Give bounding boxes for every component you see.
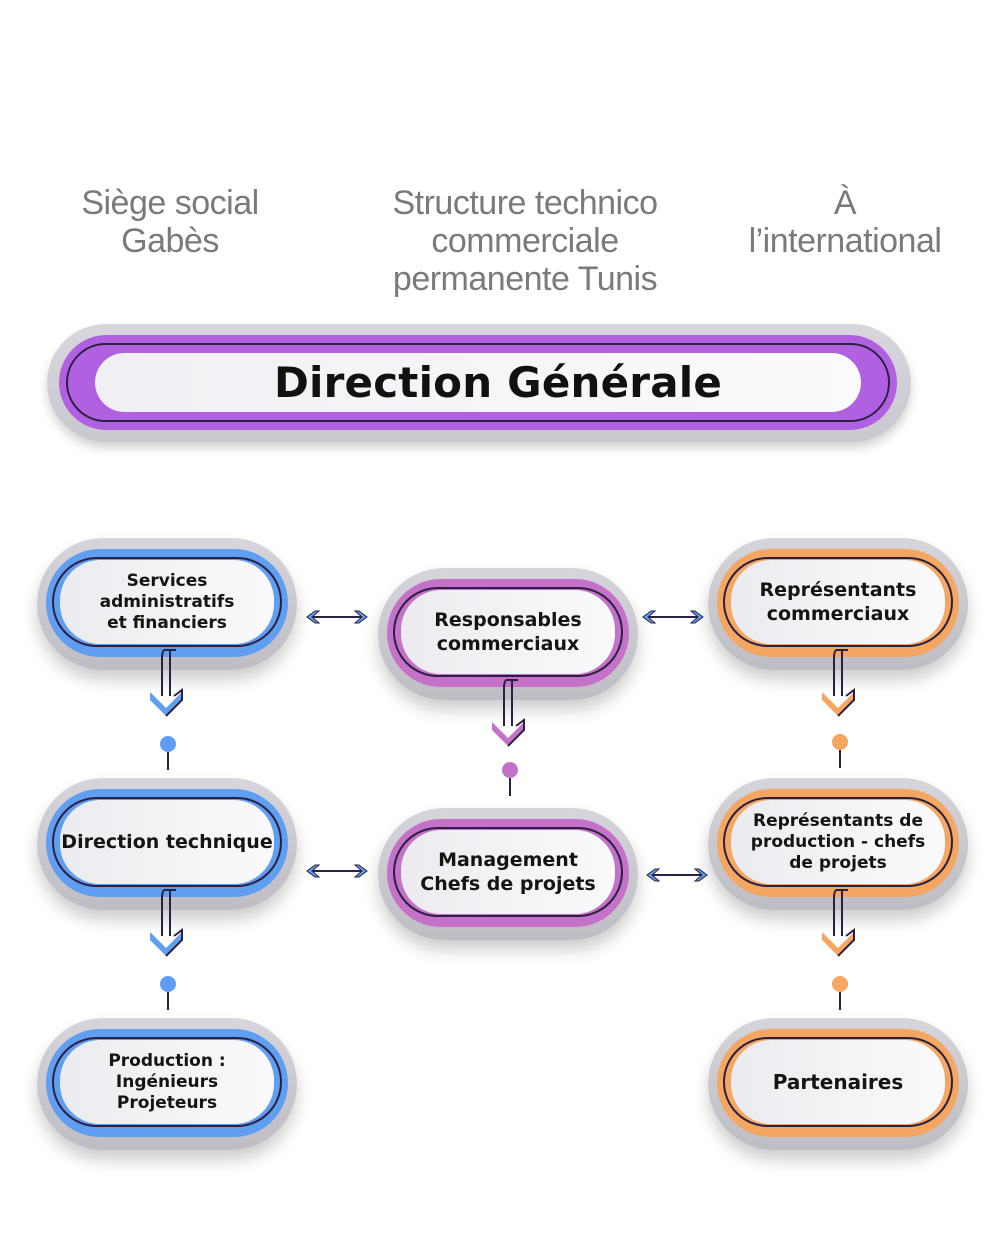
down-arrow-icon [150,649,183,717]
banner-outline [66,343,890,422]
double-arrow-icon [306,610,368,624]
label-line: Chefs de projets [420,873,596,895]
label-line: production - chefs [750,831,926,852]
node-label: Production : Ingénieurs Projeteurs [108,1051,225,1114]
node-label: Représentants de production - chefs de p… [751,811,925,874]
label-line: Représentants [759,579,917,601]
down-arrow-icon [492,679,525,747]
direction-generale-banner: Direction Générale [47,324,911,442]
connector-stem [839,992,841,1010]
double-arrow-icon [646,868,708,882]
label-line: commerciaux [436,633,580,655]
connector-stem [509,778,511,796]
down-arrow-icon [822,889,855,957]
banner-title: Direction Générale [273,358,723,407]
heading-line: permanente Tunis [392,260,658,298]
down-arrow-icon [150,889,183,957]
label-line: Production : [108,1050,226,1071]
label-line: administratifs [99,591,235,612]
label-line: commerciaux [766,603,910,625]
label-line: Projeteurs [116,1092,218,1113]
label-line: Ingénieurs [115,1071,219,1092]
column-heading-siege: Siège social Gabès [40,184,300,260]
label-line: Management [438,849,578,871]
connector-dot [160,736,176,752]
node-representants-commerciaux: Représentants commerciaux [708,538,968,670]
connector-stem [839,750,841,768]
node-management: Management Chefs de projets [378,808,638,940]
label-line: Représentants de [752,810,924,831]
node-partenaires: Partenaires [708,1018,968,1150]
node-label: Représentants commerciaux [760,578,917,626]
heading-line: Siège social [81,184,259,222]
node-label: Services administratifs et financiers [100,571,235,634]
heading-line: commerciale [431,222,619,260]
connector-stem [167,752,169,770]
label-line: Services [126,570,208,591]
heading-line: Structure technico [392,184,658,222]
banner-ring: Direction Générale [59,335,897,430]
double-arrow-icon [642,610,704,624]
down-arrow-icon [822,649,855,717]
heading-line: À [833,184,857,222]
node-responsables-commerciaux: Responsables commerciaux [378,568,638,700]
label-line: de projets [789,852,887,873]
column-heading-international: À l’international [720,184,970,260]
banner-inner: Direction Générale [95,353,861,412]
connector-dot [502,762,518,778]
node-representants-production: Représentants de production - chefs de p… [708,778,968,910]
node-direction-technique: Direction technique [37,778,297,910]
label-line: Direction technique [61,830,273,853]
label-line: et financiers [107,612,227,633]
connector-dot [160,976,176,992]
connector-stem [167,992,169,1010]
node-label: Partenaires [772,1069,904,1094]
node-production: Production : Ingénieurs Projeteurs [37,1018,297,1150]
node-label: Direction technique [61,830,273,853]
node-label: Responsables commerciaux [434,608,581,656]
label-line: Responsables [434,609,582,631]
label-line: Partenaires [772,1069,904,1094]
heading-line: Gabès [121,222,219,260]
node-label: Management Chefs de projets [420,848,595,896]
heading-line: l’international [748,222,942,260]
connector-dot [832,734,848,750]
column-heading-tunis: Structure technico commerciale permanent… [375,184,675,298]
connector-dot [832,976,848,992]
node-services-administratifs: Services administratifs et financiers [37,538,297,670]
double-arrow-icon [306,864,368,878]
